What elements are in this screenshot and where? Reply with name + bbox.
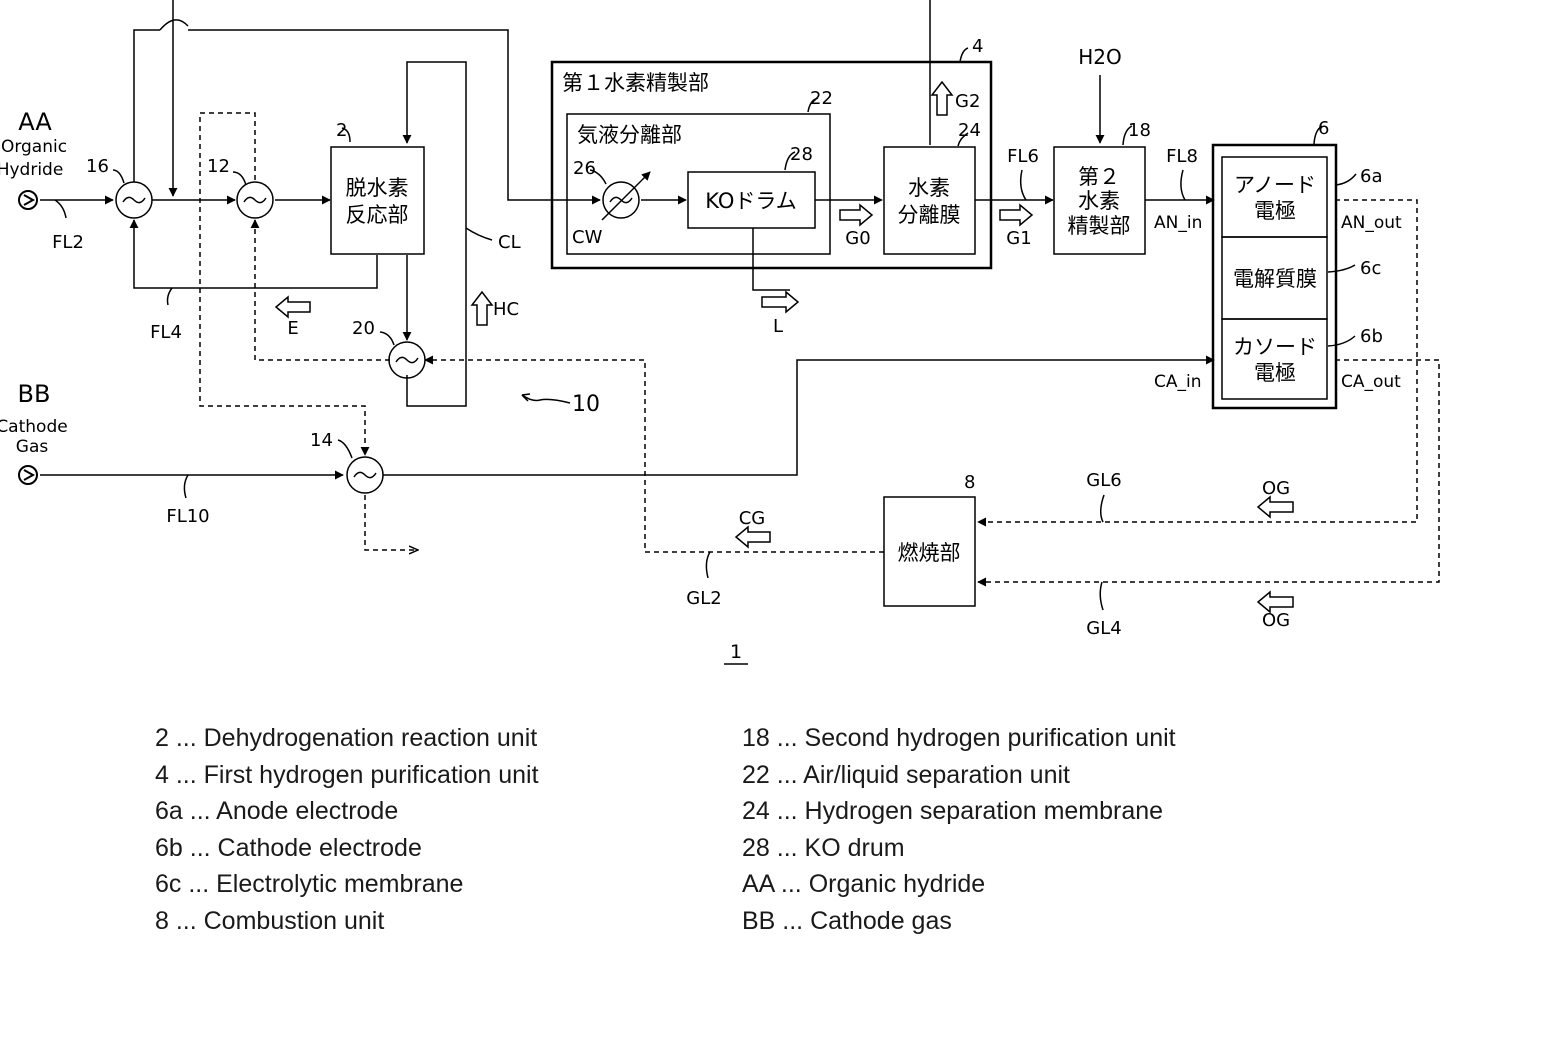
legend-item: 8 ... Combustion unit [155, 906, 384, 936]
purification1-text: 第１水素精製部 [562, 71, 709, 95]
gas-liquid-text: 気液分離部 [577, 123, 682, 147]
bb-name-1: Cathode [0, 417, 68, 437]
stream-ca-out: CA_out [1341, 372, 1401, 392]
combustion-text: 燃焼部 [898, 541, 961, 565]
legend-item: AA ... Organic hydride [742, 869, 985, 899]
membrane-ref: 6c [1360, 258, 1381, 279]
anode-text-2: 電極 [1254, 199, 1296, 223]
legend-item: 6b ... Cathode electrode [155, 833, 422, 863]
purification2-text-3: 精製部 [1068, 214, 1131, 238]
stream-gl6: GL6 [1086, 470, 1121, 491]
stream-gl4: GL4 [1086, 618, 1121, 639]
purification2-text-1: 第２ [1078, 165, 1120, 189]
combustion-ref: 8 [964, 472, 975, 493]
h2-membrane-text-1: 水素 [908, 176, 950, 200]
dehydrogenation-ref: 2 [336, 120, 347, 141]
h2-membrane-text-2: 分離膜 [898, 203, 961, 227]
legend-item: 4 ... First hydrogen purification unit [155, 760, 539, 790]
cathode-text-2: 電極 [1254, 361, 1296, 385]
hx20-ref: 20 [352, 318, 375, 339]
aa-label: AA [18, 108, 52, 136]
stream-fl6: FL6 [1007, 146, 1039, 167]
legend-item: 24 ... Hydrogen separation membrane [742, 796, 1163, 826]
hx16-ref: 16 [86, 156, 109, 177]
legend-item: BB ... Cathode gas [742, 906, 952, 936]
stream-cw: CW [572, 227, 603, 248]
legend-item: 2 ... Dehydrogenation reaction unit [155, 723, 537, 753]
cell-ref: 6 [1318, 118, 1329, 139]
dehydrogenation-text-1: 脱水素 [346, 176, 409, 200]
stream-g1: G1 [1006, 228, 1031, 249]
membrane-text: 電解質膜 [1233, 267, 1317, 291]
legend-item: 22 ... Air/liquid separation unit [742, 760, 1070, 790]
stream-ca-in: CA_in [1154, 372, 1202, 392]
bb-label: BB [18, 380, 51, 408]
stream-hc: HC [493, 299, 519, 320]
purification1-ref: 4 [972, 36, 983, 57]
stream-an-in: AN_in [1154, 213, 1202, 233]
anode-text-1: アノード [1234, 173, 1316, 197]
purification2-text-2: 水素 [1078, 189, 1120, 213]
bb-name-2: Gas [16, 437, 49, 457]
ko-drum-text: KOドラム [705, 189, 797, 213]
cathode-ref: 6b [1360, 326, 1383, 347]
gas-liquid-ref: 22 [810, 88, 833, 109]
legend-item: 18 ... Second hydrogen purification unit [742, 723, 1176, 753]
stream-g2: G2 [955, 91, 980, 112]
stream-fl8: FL8 [1166, 146, 1198, 167]
dehydrogenation-text-2: 反応部 [346, 203, 409, 227]
stream-og-upper: OG [1262, 478, 1290, 499]
cathode-text-1: カソード [1233, 335, 1317, 359]
stream-cg: CG [739, 508, 766, 529]
stream-g0: G0 [845, 228, 870, 249]
legend-item: 28 ... KO drum [742, 833, 905, 863]
stream-fl2: FL2 [52, 232, 84, 253]
stream-l: L [773, 316, 783, 337]
h2o-label: H2O [1078, 45, 1122, 69]
legend-item: 6a ... Anode electrode [155, 796, 398, 826]
aa-name-1: Organic [1, 137, 67, 157]
purification2-ref: 18 [1128, 120, 1151, 141]
legend-item: 6c ... Electrolytic membrane [155, 869, 463, 899]
anode-ref: 6a [1360, 166, 1382, 187]
h2-membrane-ref: 24 [958, 120, 981, 141]
hx12-ref: 12 [207, 156, 230, 177]
hx26-ref: 26 [573, 158, 596, 179]
stream-cl: CL [498, 232, 521, 253]
ko-drum-ref: 28 [790, 144, 813, 165]
process-flow-diagram: AA Organic Hydride BB Cathode Gas H2O 2 … [0, 0, 1545, 700]
aa-name-2: Hydride [0, 160, 63, 180]
stream-fl4: FL4 [150, 322, 182, 343]
stream-gl2: GL2 [686, 588, 721, 609]
system-ref: 10 [572, 392, 600, 417]
figure-ref: 1 [730, 641, 742, 663]
hx14-ref: 14 [310, 430, 333, 451]
stream-fl10: FL10 [166, 506, 209, 527]
stream-e: E [287, 318, 298, 339]
stream-an-out: AN_out [1341, 213, 1402, 233]
stream-og-lower: OG [1262, 610, 1290, 631]
